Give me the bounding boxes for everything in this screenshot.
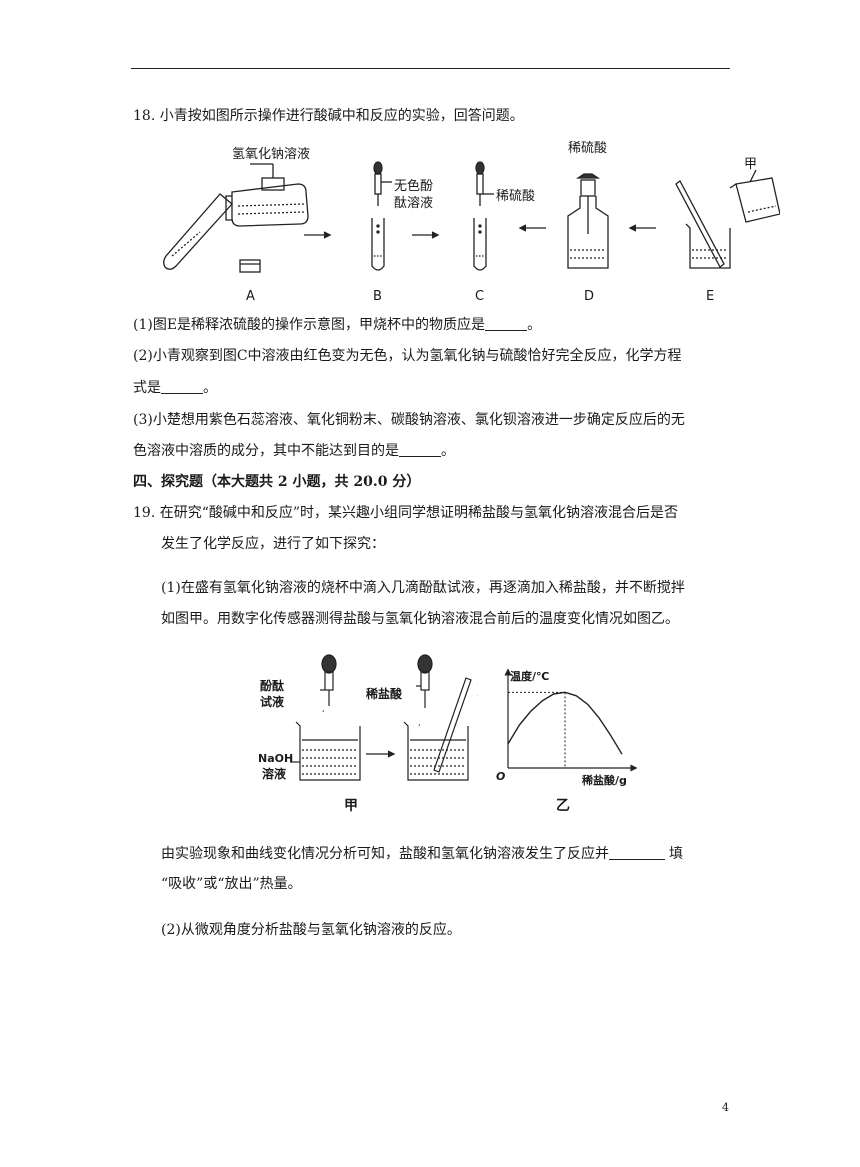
label-dilute-sulfuric-acid-c: 稀硫酸 — [496, 189, 535, 204]
fig-jia-label-phenol-1: 酚酞 — [260, 678, 284, 693]
q18-part3-end: 。 — [441, 443, 455, 459]
q18-part1-end: 。 — [527, 317, 542, 333]
svg-text:‘: ‘ — [418, 723, 421, 732]
fig-jia-label-phenol-2: 试液 — [260, 694, 284, 709]
label-phenolphthalein-2: 酞溶液 — [394, 196, 433, 211]
figure-b-dropper-and-tube — [371, 161, 392, 271]
q18-part2-end: 。 — [203, 380, 217, 396]
figure-letter-c: C — [475, 289, 484, 304]
q19-part1-line2: 如图甲。用数字化传感器测得盐酸与氢氧化钠溶液混合前后的温度变化情况如图乙。 — [161, 611, 679, 627]
label-phenolphthalein-1: 无色酚 — [394, 178, 433, 194]
q18-part2-answer-blank[interactable] — [161, 379, 203, 394]
q19-stem-line1: 19. 在研究“酸碱中和反应”时，某兴趣小组同学想证明稀盐酸与氢氧化钠溶液混合后… — [133, 505, 679, 521]
q18-part3-answer-blank[interactable] — [399, 442, 441, 457]
label-jia-beaker: 甲 — [744, 157, 757, 172]
label-naoh-solution: 氢氧化钠溶液 — [232, 147, 310, 162]
chart-x-label: 稀盐酸/g — [582, 773, 627, 787]
q19-part1-line1: (1)在盛有氢氧化钠溶液的烧杯中滴入几滴酚酞试液，再逐滴加入稀盐酸，并不断搅拌 — [161, 580, 685, 596]
q19-conclusion-line2: “吸收”或“放出”热量。 — [161, 876, 302, 892]
page-number: 4 — [722, 1101, 729, 1114]
chart-origin-label: O — [496, 770, 505, 783]
q19-figure-jia: ‘ ‘ 酚酞 试液 稀盐酸 NaOH 溶液 甲 — [258, 654, 478, 814]
q18-part1: (1)图E是稀释浓硫酸的操作示意图，甲烧杯中的物质应是 。 — [133, 315, 541, 335]
q18-part2-text: 式是 — [133, 380, 161, 396]
q19-figure-yi-chart: 温度/℃ 稀盐酸/g O 乙 — [496, 668, 638, 814]
q18-part2-line2: 式是 。 — [133, 378, 217, 398]
chart-y-label: 温度/℃ — [510, 669, 549, 683]
svg-text:‘: ‘ — [322, 709, 325, 718]
figure-d-dropper-bottle — [567, 173, 609, 269]
q19-conclusion-answer-blank[interactable] — [609, 845, 665, 860]
q18-part1-answer-blank[interactable] — [485, 316, 528, 331]
figure-letter-d: D — [584, 289, 594, 304]
q19-part2: (2)从微观角度分析盐酸与氢氧化钠溶液的反应。 — [161, 922, 461, 938]
fig-jia-label-hcl: 稀盐酸 — [366, 686, 403, 701]
figure-a-bottle-and-tube — [163, 163, 309, 273]
q18-part3-line1: (3)小楚想用紫色石蕊溶液、氧化铜粉末、碳酸钠溶液、氯化钡溶液进一步确定反应后的… — [133, 412, 685, 428]
header-rule — [131, 68, 730, 69]
figure-letter-b: B — [373, 289, 382, 304]
q19-stem-line2: 发生了化学反应，进行了如下探究： — [161, 536, 385, 552]
q18-part3-text: 色溶液中溶质的成分，其中不能达到目的是 — [133, 443, 399, 459]
q19-conclusion-line1: 由实验现象和曲线变化情况分析可知，盐酸和氢氧化钠溶液发生了反应并 填 — [161, 844, 683, 864]
fig-jia-label-naoh-2: 溶液 — [262, 766, 286, 781]
fig-jia-label-naoh-1: NaOH — [258, 752, 293, 765]
fig-jia-caption: 甲 — [344, 798, 358, 814]
section4-heading: 四、探究题（本大题共 2 小题，共 20.0 分） — [133, 474, 421, 490]
q19-conclusion-text: 由实验现象和曲线变化情况分析可知，盐酸和氢氧化钠溶液发生了反应并 — [161, 846, 609, 862]
q18-stem: 18. 小青按如图所示操作进行酸碱中和反应的实验，回答问题。 — [133, 108, 524, 124]
figure-e-beaker-and-rod — [675, 169, 780, 269]
figure-letter-e: E — [706, 289, 714, 304]
q18-part2-line1: (2)小青观察到图C中溶液由红色变为无色，认为氢氧化钠与硫酸恰好完全反应，化学方… — [133, 348, 682, 364]
q18-apparatus-figure: 氢氧化钠溶液 无色酚 酞溶液 稀硫酸 稀硫酸 甲 A B C D E — [163, 141, 780, 304]
label-dilute-sulfuric-acid-d: 稀硫酸 — [568, 141, 607, 156]
q18-part3-line2: 色溶液中溶质的成分，其中不能达到目的是 。 — [133, 441, 455, 461]
figure-c-dropper-and-tube — [473, 161, 494, 271]
fig-yi-caption: 乙 — [556, 798, 570, 814]
q18-part1-text: (1)图E是稀释浓硫酸的操作示意图，甲烧杯中的物质应是 — [133, 317, 486, 333]
figure-letter-a: A — [246, 289, 255, 304]
q19-conclusion-fill: 填 — [669, 846, 683, 862]
